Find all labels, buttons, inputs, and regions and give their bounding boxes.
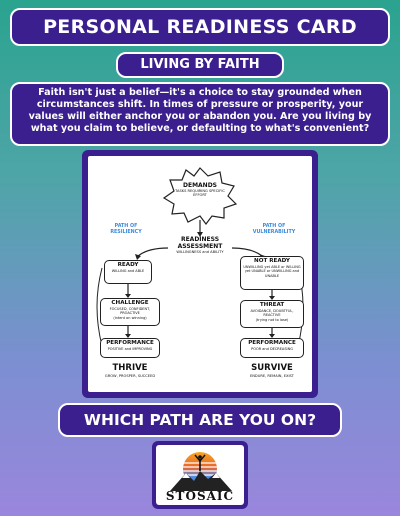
path-question: WHICH PATH ARE YOU ON? bbox=[58, 403, 342, 437]
challenge-desc: FOCUSED, CONFIDENT, PROACTIVE bbox=[109, 307, 151, 316]
logo-frame: STOSAIC bbox=[152, 441, 248, 509]
challenge-note: (intent on winning) bbox=[113, 315, 147, 320]
not-ready-title: NOT READY bbox=[254, 258, 290, 264]
demands-title: DEMANDS bbox=[182, 182, 218, 189]
ready-box: READY WILLING and ABLE bbox=[104, 260, 152, 284]
not-ready-box: NOT READY UNWILLING yet ABLE or WILLING … bbox=[240, 256, 304, 290]
demands-desc: TASKS REQUIRING SPECIFIC EFFORT bbox=[175, 189, 225, 198]
threat-desc: AVOIDANCE, DOUBTFUL, REACTIVE bbox=[250, 309, 294, 318]
performance-left-title: PERFORMANCE bbox=[106, 340, 154, 346]
right-path-label: PATH OF VULNERABILITY bbox=[252, 224, 296, 235]
left-path-label: PATH OF RESILIENCY bbox=[110, 224, 142, 235]
thrive-label: THRIVE bbox=[112, 363, 148, 373]
assessment-node: READINESS ASSESSMENT WILLINGNESS and ABI… bbox=[166, 236, 234, 254]
performance-right-box: PERFORMANCE POOR and DECREASING bbox=[240, 338, 304, 358]
assessment-title: READINESS ASSESSMENT bbox=[177, 236, 223, 250]
section-subtitle: LIVING BY FAITH bbox=[116, 52, 284, 78]
survive-label: SURVIVE bbox=[251, 363, 293, 373]
performance-left-box: PERFORMANCE POSITIVE and IMPROVING bbox=[100, 338, 160, 358]
demands-node: DEMANDS TASKS REQUIRING SPECIFIC EFFORT bbox=[172, 182, 228, 198]
intro-text: Faith isn't just a belief—it's a choice … bbox=[10, 82, 390, 146]
logo-text: STOSAIC bbox=[165, 489, 235, 503]
assessment-desc: WILLINGNESS and ABILITY bbox=[176, 250, 224, 254]
threat-box: THREAT AVOIDANCE, DOUBTFUL, REACTIVE (tr… bbox=[240, 300, 304, 328]
thrive-desc: GROW, PROSPER, SUCCEED bbox=[104, 374, 156, 378]
performance-left-desc: POSITIVE and IMPROVING bbox=[107, 347, 153, 351]
readiness-diagram: DEMANDS TASKS REQUIRING SPECIFIC EFFORT … bbox=[88, 156, 312, 392]
challenge-box: CHALLENGE FOCUSED, CONFIDENT, PROACTIVE … bbox=[100, 298, 160, 326]
performance-right-title: PERFORMANCE bbox=[248, 340, 296, 346]
diagram-connectors bbox=[96, 167, 304, 347]
not-ready-desc: UNWILLING yet ABLE or WILLING yet UNABLE… bbox=[243, 265, 301, 278]
stosaic-logo: STOSAIC bbox=[156, 445, 244, 505]
page-title: PERSONAL READINESS CARD bbox=[10, 8, 390, 46]
readiness-diagram-frame: DEMANDS TASKS REQUIRING SPECIFIC EFFORT … bbox=[82, 150, 318, 398]
threat-note: (trying not to lose) bbox=[255, 317, 289, 322]
challenge-title: CHALLENGE bbox=[111, 300, 149, 306]
survive-desc: ENDURE, REMAIN, EXIST bbox=[249, 374, 295, 378]
ready-desc: WILLING and ABLE bbox=[111, 269, 145, 273]
ready-title: READY bbox=[117, 262, 139, 268]
demands-starburst bbox=[162, 167, 238, 225]
mountain-sunset-icon bbox=[170, 452, 232, 491]
performance-right-desc: POOR and DECREASING bbox=[251, 347, 293, 351]
threat-title: THREAT bbox=[259, 302, 285, 308]
